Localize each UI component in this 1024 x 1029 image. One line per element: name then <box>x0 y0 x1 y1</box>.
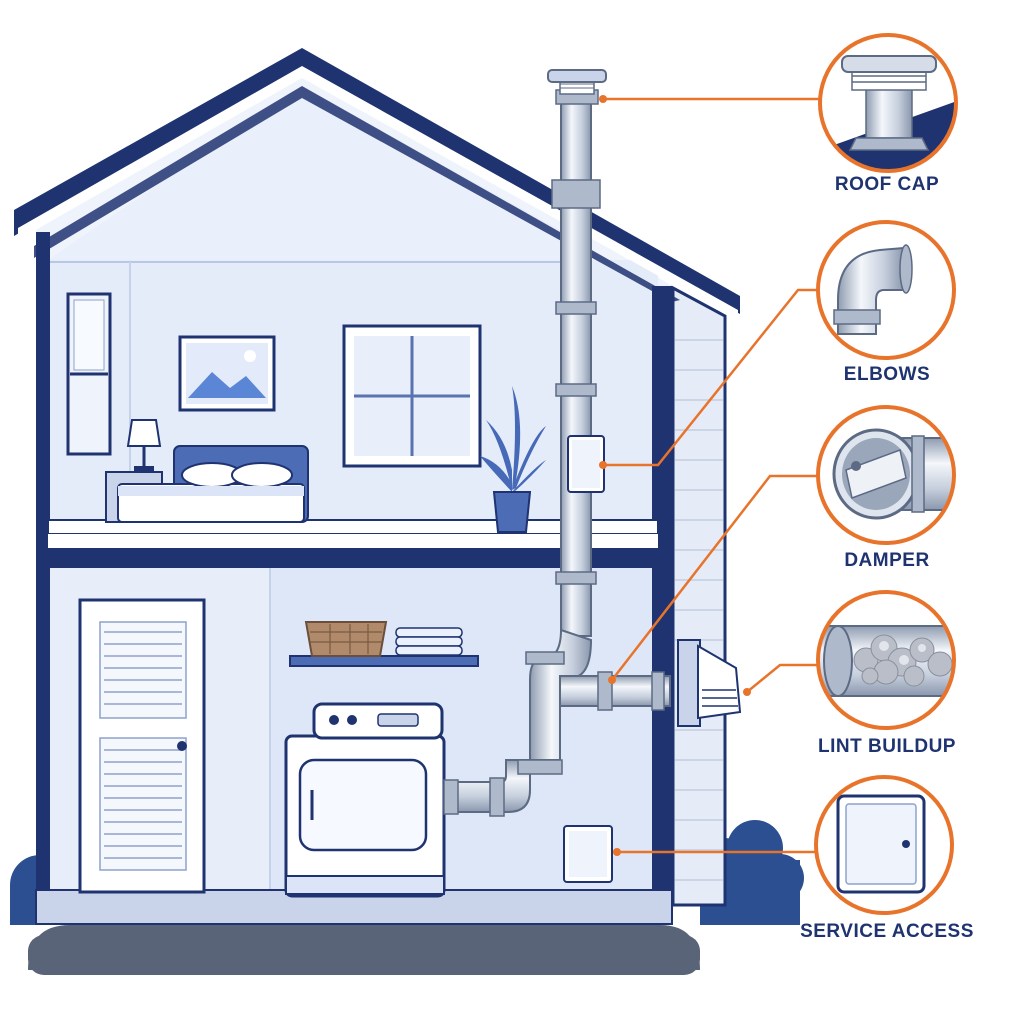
house-roof-cap <box>547 69 607 105</box>
roof-cap-icon <box>818 33 958 173</box>
access-panel-icon <box>814 775 954 915</box>
callout-dots <box>599 95 751 856</box>
lint-buildup-label: LINT BUILDUP <box>818 736 956 757</box>
bedroom-window-small <box>66 292 112 456</box>
damper-icon <box>816 405 956 545</box>
roof-cap-label: ROOF CAP <box>834 174 940 195</box>
bedroom-window-large <box>342 324 482 468</box>
roof <box>14 48 740 320</box>
side-wall-siding <box>671 285 727 907</box>
wall-service-access-panel <box>563 825 613 883</box>
potted-plant <box>480 386 546 533</box>
elbows-label: ELBOWS <box>843 364 931 385</box>
upper-duct-access-panel <box>567 435 605 493</box>
laundry-shelf <box>289 621 479 667</box>
ground <box>28 925 700 975</box>
clothes-dryer <box>284 702 446 898</box>
exterior-wall-vent <box>677 639 742 727</box>
bed <box>117 445 309 523</box>
dryer-vent-duct <box>443 97 671 817</box>
wall-picture <box>178 335 276 412</box>
house-frame <box>35 232 673 925</box>
louvered-door <box>78 598 206 894</box>
elbow-pipe-icon <box>816 220 956 360</box>
lint-duct-icon <box>816 590 956 730</box>
callout-leaders <box>603 97 820 854</box>
damper-label: DAMPER <box>844 550 930 571</box>
service-access-label: SERVICE ACCESS <box>800 921 974 942</box>
